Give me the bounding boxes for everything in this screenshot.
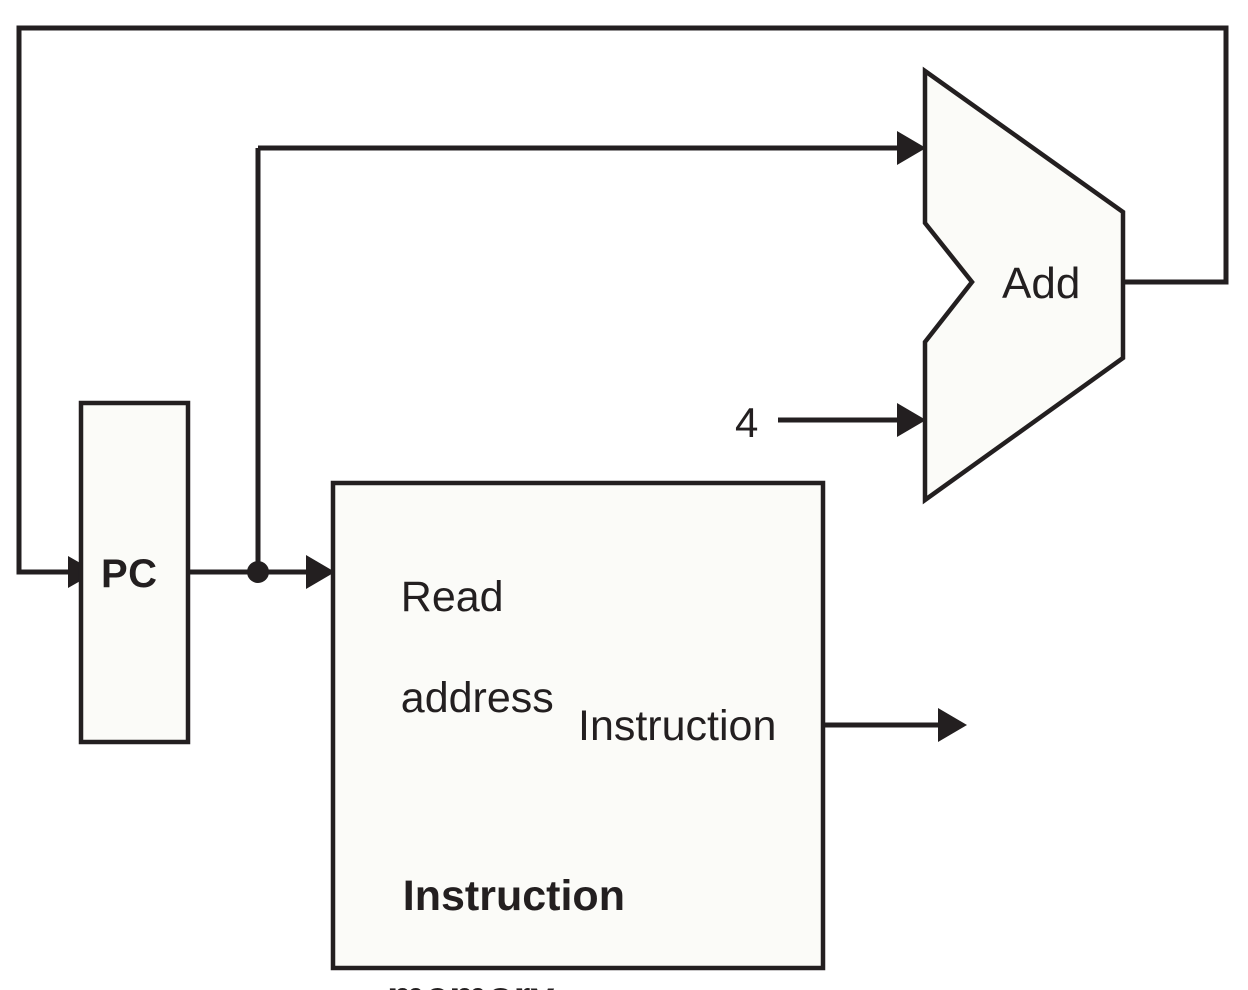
arrowhead-into-adder-upper <box>897 131 926 165</box>
adder-block-label: Add <box>1002 259 1081 308</box>
block-instruction-memory[interactable] <box>330 480 826 971</box>
read-address-port-label: Read address <box>353 521 554 775</box>
arrowhead-into-read-address <box>306 555 335 589</box>
read-address-line-1: Read <box>400 572 504 621</box>
block-adder[interactable] <box>922 66 1126 505</box>
wire-pc-to-adder <box>258 131 926 165</box>
instruction-memory-name-line-2: memory <box>355 972 625 990</box>
arrowhead-instruction-out <box>938 708 967 742</box>
instruction-output-port-label: Instruction <box>578 702 777 750</box>
wire-four-to-adder <box>778 403 926 437</box>
arrowhead-into-adder-lower <box>897 403 926 437</box>
wire-pc-output <box>188 148 335 589</box>
pc-block-label: PC <box>101 552 158 596</box>
constant-four-label: 4 <box>735 399 759 446</box>
read-address-line-2: address <box>400 674 554 723</box>
instruction-memory-name-label: Instruction memory <box>355 820 625 990</box>
wire-instruction-out <box>823 708 967 742</box>
junction-dot-pc-branch <box>247 561 269 583</box>
instruction-memory-name-line-1: Instruction <box>402 871 625 920</box>
